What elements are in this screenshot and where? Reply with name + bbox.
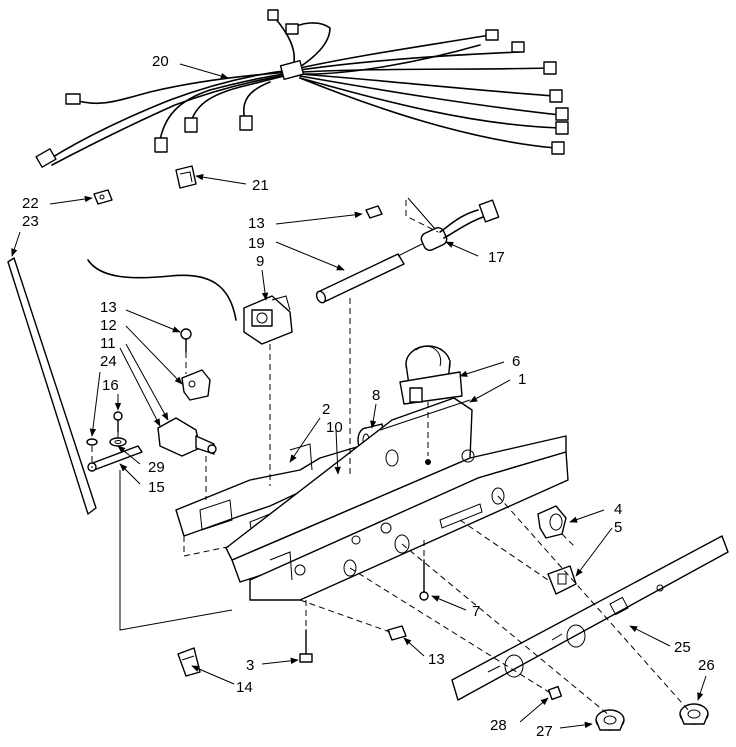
- label-7: 7: [472, 603, 480, 620]
- label-12: 12: [100, 317, 117, 334]
- screw-part-13-bottom: [387, 625, 407, 641]
- panel-part-25: [451, 535, 729, 701]
- label-25: 25: [674, 639, 691, 656]
- label-3: 3: [246, 657, 254, 674]
- switch-part-5: [547, 565, 577, 595]
- leader-arrows: [11, 63, 707, 729]
- label-28: 28: [490, 717, 507, 734]
- control-part-9: [87, 259, 293, 345]
- label-29: 29: [148, 459, 165, 476]
- label-22: 22: [22, 195, 39, 212]
- screw-part-3: [299, 629, 313, 663]
- clip-part-28: [547, 685, 563, 701]
- label-24: 24: [100, 353, 117, 370]
- label-23: 23: [22, 213, 39, 230]
- clip-part-14: [177, 647, 201, 677]
- label-26: 26: [698, 657, 715, 674]
- label-14: 14: [236, 679, 253, 696]
- screw-part-7: [419, 559, 429, 601]
- label-13-top: 13: [248, 215, 265, 232]
- washer-part-24: [86, 438, 98, 446]
- label-5: 5: [614, 519, 622, 536]
- bracket-part-22: [93, 189, 113, 205]
- label-10: 10: [326, 419, 343, 436]
- label-17: 17: [488, 249, 505, 266]
- assembly-lines: [91, 200, 691, 717]
- wire-harness: [35, 9, 569, 168]
- resistor-part-17: [407, 197, 500, 251]
- screw-part-16: [113, 411, 123, 433]
- knob-part-27: [595, 709, 625, 731]
- knob-part-26: [679, 703, 709, 725]
- label-4: 4: [614, 501, 622, 518]
- part-labels: 20 21 22 23 13 19 17 9 13 12 11 24 16 29…: [22, 53, 715, 740]
- spring-part-29: [109, 437, 127, 447]
- label-1: 1: [518, 371, 526, 388]
- label-9: 9: [256, 253, 264, 270]
- switch-part-4: [537, 505, 567, 539]
- label-20: 20: [152, 53, 169, 70]
- label-15: 15: [148, 479, 165, 496]
- screw-part-13-top: [365, 205, 383, 219]
- housing-part-1: [225, 397, 569, 601]
- label-6: 6: [512, 353, 520, 370]
- label-13-bottom: 13: [428, 651, 445, 668]
- bracket-part-12: [181, 369, 211, 401]
- label-27: 27: [536, 723, 553, 740]
- switch-part-11: [157, 417, 217, 457]
- label-13-left: 13: [100, 299, 117, 316]
- screw-part-13-left: [180, 328, 192, 353]
- clip-part-21: [175, 165, 197, 189]
- label-2: 2: [322, 401, 330, 418]
- label-11: 11: [100, 335, 116, 352]
- rod-part-23: [7, 257, 97, 515]
- label-16: 16: [102, 377, 119, 394]
- motor-part-6: [399, 345, 463, 405]
- probe-part-19: [315, 243, 423, 304]
- label-8: 8: [372, 387, 380, 404]
- label-19: 19: [248, 235, 265, 252]
- label-21: 21: [252, 177, 269, 194]
